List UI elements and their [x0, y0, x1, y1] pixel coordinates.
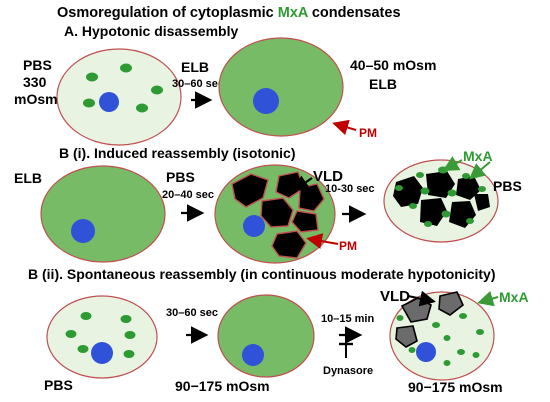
- label-bi-elb: ELB: [14, 170, 42, 186]
- label-bii-mosm-middle: 90−175 mOsm: [175, 378, 270, 394]
- condensate: [472, 352, 480, 358]
- section-bi-heading: B (i). Induced reassembly (isotonic): [59, 145, 296, 161]
- condensate: [478, 186, 486, 192]
- label-bii-mosm-right: 90−175 mOsm: [408, 379, 503, 395]
- cell-bi-1: [40, 165, 166, 263]
- mxa-arrow-bii: [477, 290, 499, 307]
- label-a-pbs: PBS: [23, 57, 52, 73]
- mxa-label-bii: MxA: [499, 289, 529, 305]
- condensate: [396, 315, 404, 321]
- condensate: [432, 322, 440, 328]
- arrow-bi-1-time: 20–40 sec: [162, 189, 214, 201]
- condensate: [124, 331, 136, 339]
- label-a-elb-right: ELB: [369, 76, 397, 92]
- condensate: [443, 335, 451, 341]
- label-a-330: 330: [23, 74, 47, 90]
- vld: [420, 198, 447, 226]
- vld-gray: [438, 291, 464, 316]
- condensate: [80, 312, 92, 320]
- nucleus: [71, 219, 95, 243]
- label-a-mosm: mOsm: [14, 91, 58, 107]
- condensate: [65, 330, 77, 338]
- pm-label-a: PM: [359, 126, 377, 140]
- vld: [393, 176, 423, 207]
- cell-a2-membrane: [218, 37, 344, 137]
- condensate: [466, 218, 474, 224]
- condensate: [443, 360, 451, 366]
- label-dynasore: Dynasore: [323, 365, 373, 377]
- condensate: [459, 313, 467, 319]
- cell-bi-2: [214, 164, 336, 264]
- arrow-bii-1-time: 30–60 sec: [166, 307, 218, 319]
- condensate: [408, 347, 416, 353]
- cell-bii-2-membrane: [217, 294, 315, 378]
- section-bii-heading: B (ii). Spontaneous reassembly (in conti…: [28, 266, 496, 282]
- condensate: [438, 166, 448, 174]
- condensate: [409, 203, 417, 209]
- cell-bii-2: [217, 294, 315, 378]
- vld: [426, 171, 455, 198]
- cell-bii-3: [389, 291, 495, 381]
- vld-gray: [395, 325, 418, 348]
- condensate: [476, 329, 484, 335]
- mxa-arrow-bi-2: [468, 161, 491, 180]
- condensate: [441, 210, 451, 218]
- condensate: [123, 350, 135, 358]
- label-a-mosm-right: 40–50 mOsm: [350, 57, 436, 73]
- nucleus: [416, 342, 436, 362]
- condensate: [395, 185, 403, 191]
- condensate: [136, 103, 148, 113]
- vld: [474, 194, 490, 211]
- vld-arrow-bi: [292, 175, 313, 192]
- condensate: [457, 349, 465, 355]
- condensate: [77, 345, 89, 353]
- cell-a1: [56, 48, 182, 146]
- nucleus: [253, 88, 279, 114]
- nucleus: [91, 342, 113, 364]
- cell-bii-1: [46, 295, 158, 379]
- vld: [291, 210, 319, 233]
- arrow-bii-2-time: 10–15 min: [321, 313, 374, 325]
- condensate: [120, 63, 132, 73]
- condensate: [424, 221, 432, 227]
- cell-bii-1-membrane: [46, 295, 158, 379]
- label-bii-pbs: PBS: [44, 377, 73, 393]
- mxa-arrow-bi-1: [442, 156, 463, 171]
- arrow-a-label: ELB: [181, 59, 209, 75]
- vld: [231, 173, 269, 208]
- cell-bi-1-membrane: [40, 165, 166, 263]
- condensate: [86, 72, 98, 82]
- mxa-label-bi: MxA: [463, 148, 493, 164]
- label-bi-pbs-right: PBS: [493, 178, 522, 194]
- arrow-bi-2-time: 10-30 sec: [325, 183, 375, 195]
- condensate: [83, 98, 95, 108]
- section-a-heading: A. Hypotonic disassembly: [64, 23, 238, 39]
- cell-a2: [218, 37, 344, 137]
- condensate: [462, 173, 470, 179]
- vld-arrow-bii: [407, 290, 436, 307]
- nucleus: [243, 215, 265, 237]
- cell-bi-3: [383, 159, 499, 243]
- condensate: [120, 315, 132, 323]
- pm-label-bi: PM: [339, 239, 357, 253]
- arrow-bi-1-label: PBS: [166, 169, 195, 185]
- condensate: [420, 187, 430, 195]
- condensate: [151, 85, 163, 95]
- condensate: [447, 189, 457, 197]
- vld-label-bi: VLD: [313, 168, 343, 185]
- vld: [260, 197, 294, 228]
- cell-a1-membrane: [56, 48, 182, 146]
- nucleus: [99, 92, 119, 112]
- condensate: [416, 172, 424, 178]
- diagram-title: Osmoregulation of cytoplasmic MxA conden…: [57, 5, 401, 21]
- pm-arrow-a: [332, 119, 357, 136]
- vld: [271, 230, 307, 259]
- vld-label-bii: VLD: [380, 288, 410, 305]
- dynasore-inhibition-icon: [339, 342, 353, 358]
- pm-arrow-bi: [306, 233, 339, 249]
- nucleus: [242, 344, 264, 366]
- arrow-a-time: 30–60 sec: [172, 78, 224, 90]
